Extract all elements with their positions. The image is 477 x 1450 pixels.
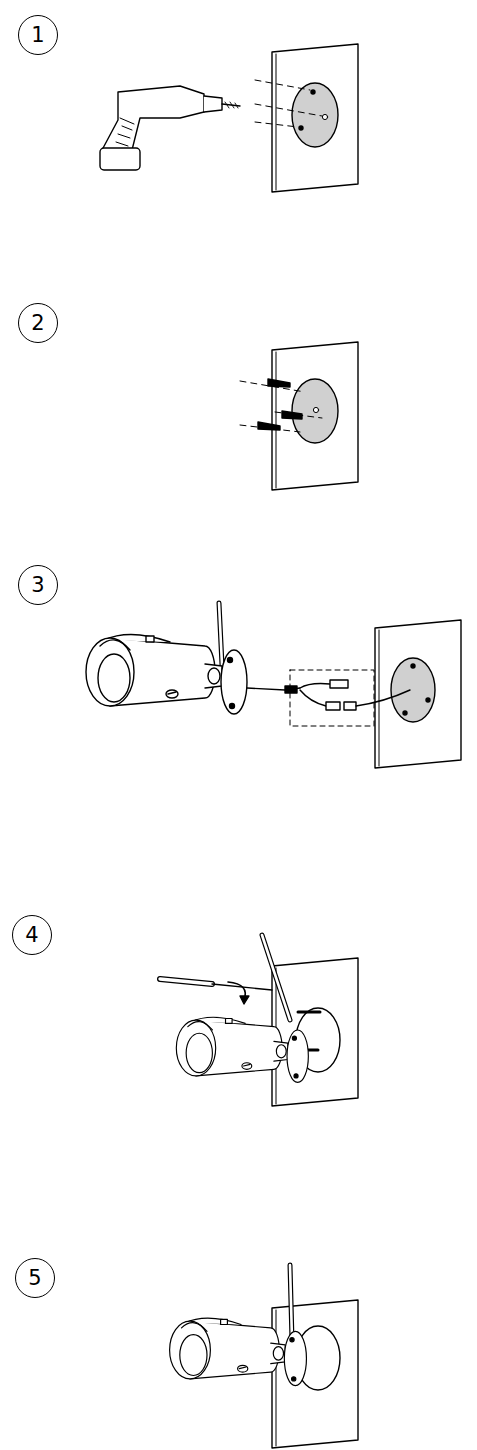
step-number-circle: 5 [15,1258,55,1298]
step-number: 3 [31,575,44,596]
step-number: 1 [31,25,44,46]
step-number-circle: 4 [12,915,52,955]
step-number: 4 [25,925,38,946]
step-number-circle: 1 [18,15,58,55]
step-number-circle: 2 [18,303,58,343]
step-number: 5 [28,1268,41,1289]
step-number: 2 [31,313,44,334]
step-number-circle: 3 [18,565,58,605]
